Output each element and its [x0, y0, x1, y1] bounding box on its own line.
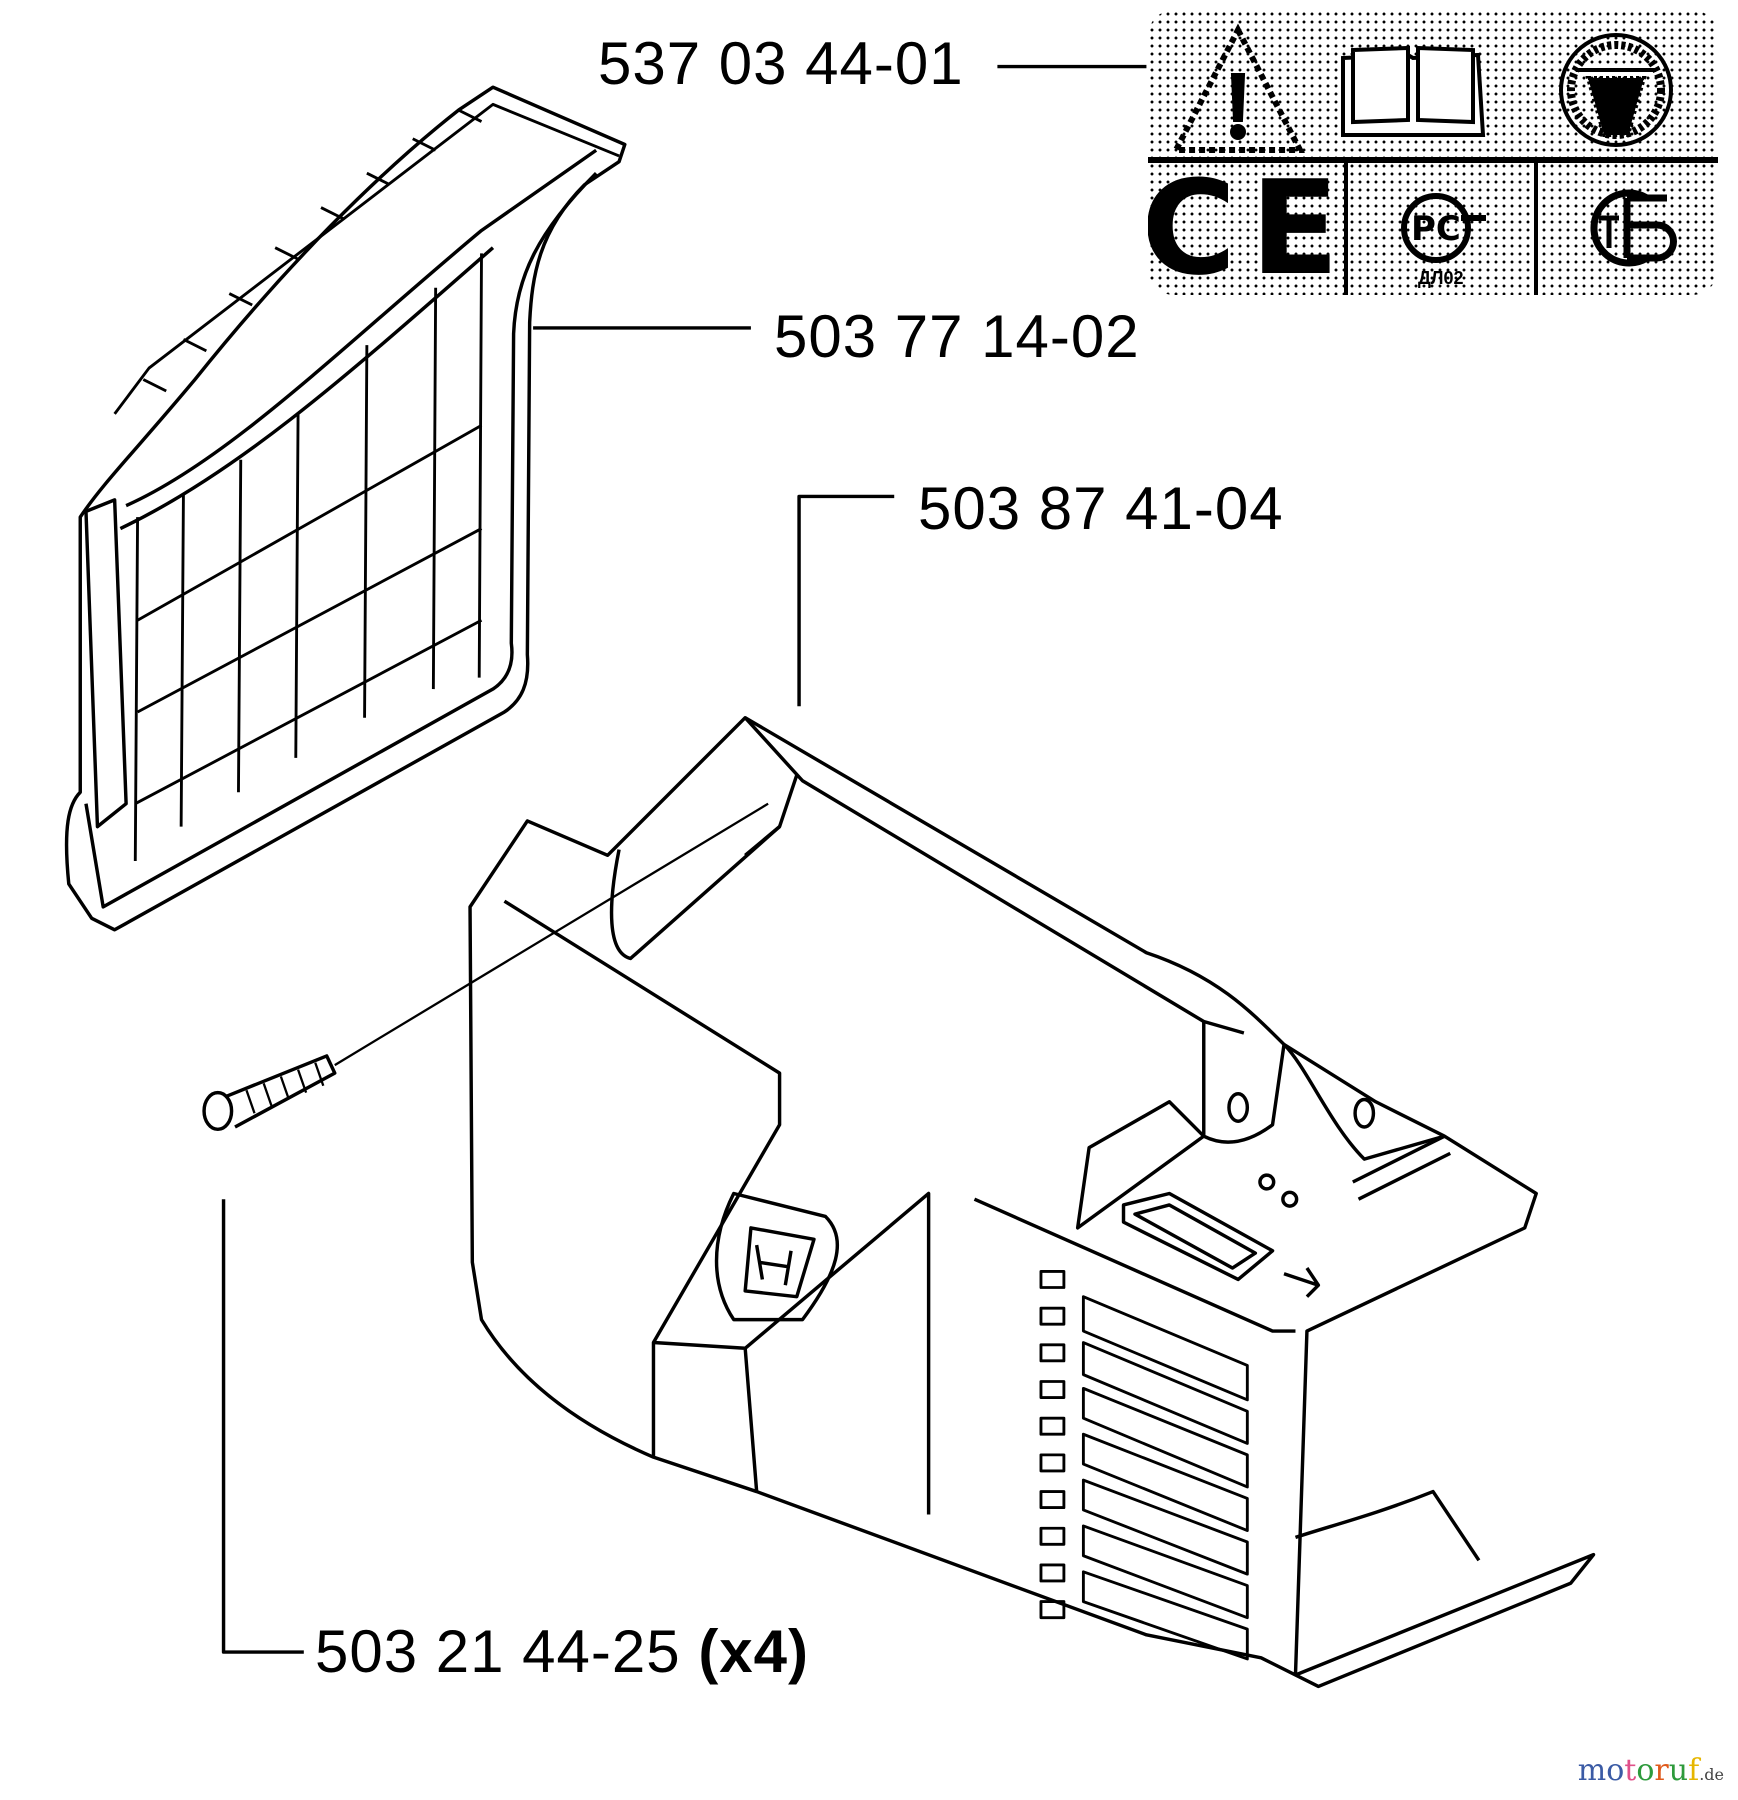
part-number: 503 21 44-25	[315, 1618, 681, 1685]
watermark-letter: o	[1636, 1753, 1655, 1788]
st-certification-icon	[1536, 160, 1718, 295]
part-number-screw: 503 21 44-25 (x4)	[315, 1622, 809, 1682]
protective-gear-icon	[1559, 33, 1673, 147]
watermark-letter: r	[1654, 1753, 1669, 1788]
part-number-air-filter-cover: 503 77 14-02	[774, 307, 1140, 367]
air-filter-cover	[64, 85, 627, 932]
part-number: 503 77 14-02	[774, 303, 1140, 370]
manual-book-icon	[1341, 45, 1486, 137]
screw	[202, 802, 769, 1132]
warning-triangle-icon	[1171, 23, 1305, 153]
watermark-logo: motoruf.de	[1578, 1753, 1724, 1788]
pct-certification-icon: PC ДЛ02	[1346, 160, 1536, 295]
watermark-tld: .de	[1699, 1765, 1724, 1784]
leader-lines	[221, 64, 1147, 1654]
watermark-letter: u	[1668, 1753, 1689, 1788]
watermark-letter: o	[1606, 1753, 1625, 1788]
safety-label-decal: CE PC ДЛ02	[1148, 10, 1718, 295]
ce-mark-icon: CE	[1148, 151, 1354, 296]
part-number-label-safety-decal: 537 03 44-01	[598, 34, 964, 94]
part-number: 503 87 41-04	[918, 475, 1284, 542]
watermark-name: motoruf	[1578, 1753, 1699, 1788]
cylinder-cover	[468, 715, 1596, 1689]
watermark-letter: f	[1688, 1753, 1700, 1788]
pct-code: ДЛ02	[1418, 268, 1464, 288]
part-number-cylinder-cover: 503 87 41-04	[918, 479, 1284, 539]
svg-text:PC: PC	[1411, 209, 1461, 249]
watermark-letter: m	[1577, 1753, 1607, 1788]
watermark-letter: t	[1624, 1753, 1637, 1788]
part-number: 537 03 44-01	[598, 30, 964, 97]
quantity: (x4)	[698, 1618, 810, 1685]
